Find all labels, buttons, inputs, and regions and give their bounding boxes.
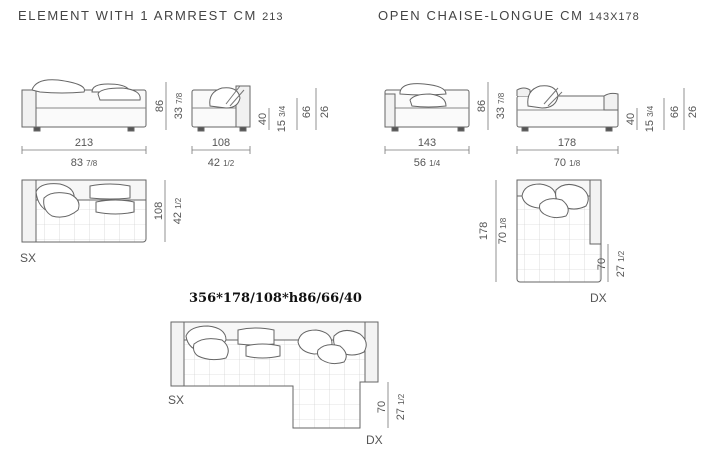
e-side-in: 42 1/2 <box>208 157 235 169</box>
c-arm-height: 26 <box>687 106 699 118</box>
e-front-in: 83 7/8 <box>71 157 98 169</box>
combo-right-orientation: DX <box>366 433 383 447</box>
c-height-in: 33 7/8 <box>495 92 507 119</box>
c-ext-cm: 70 <box>596 258 608 270</box>
combo-ext-in: 27 1/2 <box>395 393 407 420</box>
element-title-size: 213 <box>262 11 284 23</box>
e-arm-height: 26 <box>319 106 331 118</box>
chaise-side-view <box>516 85 619 132</box>
e-front-cm: 213 <box>75 137 93 149</box>
e-seat-in: 15 3/4 <box>276 105 288 132</box>
chaise-orientation: DX <box>590 291 607 305</box>
c-ext-in: 27 1/2 <box>615 250 627 277</box>
chaise-front-view <box>384 83 470 132</box>
e-depth-in: 42 1/2 <box>172 197 184 224</box>
combination-label: 356*178/108*h86/66/40 <box>189 291 362 306</box>
e-back-height: 66 <box>301 106 313 118</box>
chaise-plan-view <box>516 179 602 283</box>
e-height-in: 33 7/8 <box>173 92 185 119</box>
combo-ext-cm: 70 <box>376 401 388 413</box>
chaise-title-size: 143X178 <box>588 11 640 23</box>
c-seat-in: 15 3/4 <box>644 105 656 132</box>
element-orientation: SX <box>20 251 36 265</box>
c-front-cm: 143 <box>418 137 436 149</box>
c-front-in: 56 1/4 <box>414 157 441 169</box>
c-height-cm: 86 <box>476 100 488 112</box>
element-title: ELEMENT WITH 1 ARMREST CM 213 <box>18 8 283 23</box>
element-title-text: ELEMENT WITH 1 ARMREST CM <box>18 8 257 23</box>
element-plan-view <box>21 179 147 243</box>
c-back-height: 66 <box>669 106 681 118</box>
e-height-cm: 86 <box>154 100 166 112</box>
element-side-view <box>191 85 251 132</box>
element-front-view <box>21 79 147 132</box>
dimension-labels: 213 83 7/8 108 42 1/2 143 56 1/4 178 70 … <box>20 92 699 447</box>
combo-left-orientation: SX <box>168 393 184 407</box>
e-side-cm: 108 <box>212 137 230 149</box>
chaise-title-text: OPEN CHAISE-LONGUE CM <box>378 8 584 23</box>
c-depth-in: 70 1/8 <box>497 217 509 244</box>
e-seat-cm: 40 <box>257 113 269 125</box>
combination-plan-view <box>170 321 379 429</box>
c-side-in: 70 1/8 <box>554 157 581 169</box>
c-seat-cm: 40 <box>625 113 637 125</box>
e-depth-cm: 108 <box>153 202 165 220</box>
dimension-lines <box>21 82 685 428</box>
chaise-title: OPEN CHAISE-LONGUE CM 143X178 <box>378 8 640 23</box>
c-side-cm: 178 <box>558 137 576 149</box>
c-depth-cm: 178 <box>478 222 490 240</box>
